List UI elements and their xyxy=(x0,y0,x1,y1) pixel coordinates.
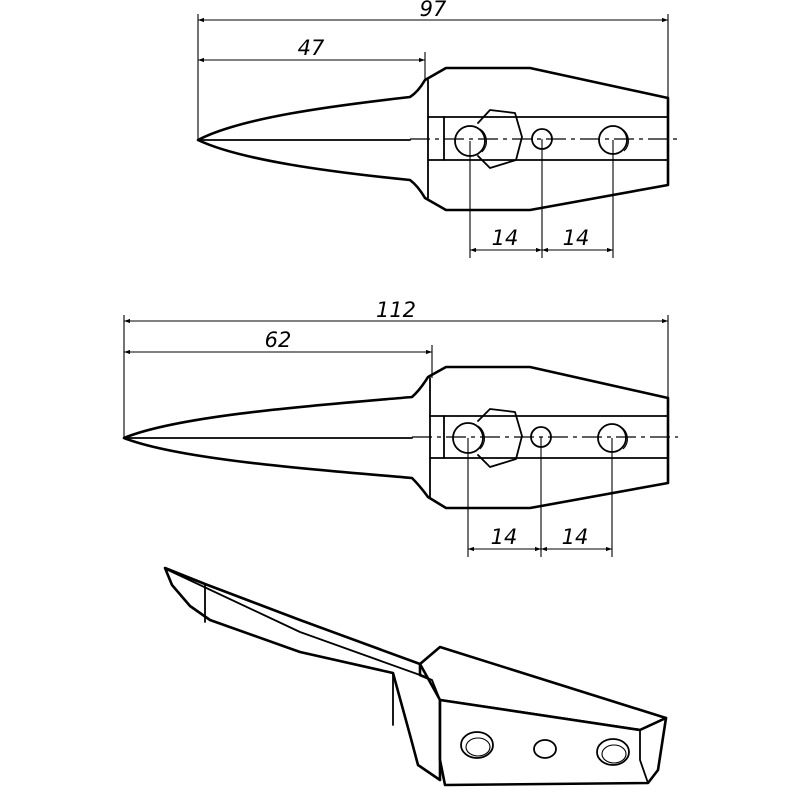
short-tine-slot xyxy=(477,109,523,169)
iso-hole-1 xyxy=(460,731,494,759)
long-tine-overall-length-label: 112 xyxy=(376,298,416,322)
iso-hole-1-inner xyxy=(465,737,491,757)
long-tine-pitch-1-label: 14 xyxy=(491,525,518,549)
long-tine-slot xyxy=(477,408,523,468)
short-tine-pitch-2-label: 14 xyxy=(563,226,590,250)
iso-hole-3 xyxy=(596,738,630,766)
short-tine-pitch-1-label: 14 xyxy=(492,226,519,250)
long-tine-blade-length-label: 62 xyxy=(265,328,292,352)
short-tine-view: 97 47 14 14 xyxy=(196,0,678,258)
long-tine-bevel-upper xyxy=(429,415,445,459)
short-tine-overall-length-label: 97 xyxy=(420,0,447,21)
iso-shank-front-edge xyxy=(639,729,649,784)
iso-hole-2 xyxy=(533,739,557,759)
short-tine-blade-length-label: 47 xyxy=(298,36,325,60)
iso-hole-3-inner xyxy=(601,744,627,764)
short-tine-hole-1-rim xyxy=(479,128,488,153)
long-tine-view: 112 62 14 14 xyxy=(122,298,678,557)
isometric-tine-view xyxy=(163,566,668,787)
iso-blade-ridge xyxy=(167,569,421,676)
iso-blade xyxy=(163,566,442,782)
short-tine-body xyxy=(196,66,670,212)
iso-shank-side-edge xyxy=(419,663,441,701)
long-tine-pitch-2-label: 14 xyxy=(562,525,589,549)
